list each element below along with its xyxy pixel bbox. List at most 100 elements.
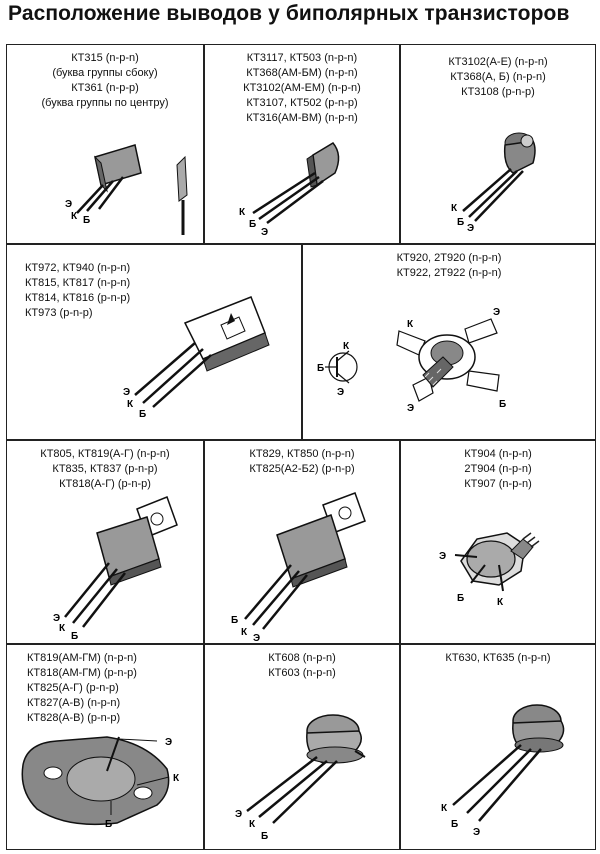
pin-label: Э [53,613,60,624]
label-line: КТ920, 2Т920 (n-p-n) [396,252,502,264]
label-line: КТ815, КТ817 (n-p-n) [25,277,131,289]
label-line: (буква группы по центру) [41,97,169,109]
kt608-package-drawing: Э К Б [235,714,366,842]
cell-labels: КТ972, КТ940 (n-p-n) КТ815, КТ817 (n-p-n… [25,261,130,321]
cell-labels: КТ819(АМ-ГМ) (n-p-n) КТ818(АМ-ГМ) (p-n-p… [27,651,137,726]
page-title: Расположение выводов у биполярных транзи… [8,2,570,25]
label-line: КТ972, КТ940 (n-p-n) [25,262,131,274]
pin-label: Б [451,819,458,830]
cell-labels: КТ920, 2Т920 (n-p-n) КТ922, 2Т922 (n-p-n… [303,251,595,281]
symbol-pin-label: К [343,341,350,352]
cell-kt3117: КТ3117, КТ503 (n-p-n) КТ368(АМ-БМ) (n-p-… [204,44,400,244]
label-line: КТ922, 2Т922 (n-p-n) [396,267,502,279]
label-line: (буква группы сбоку) [52,67,158,79]
cell-labels: КТ3117, КТ503 (n-p-n) КТ368(АМ-БМ) (n-p-… [205,51,399,126]
pin-label: Б [105,819,112,830]
pin-label: Э [235,809,242,820]
label-line: КТ818(АМ-ГМ) (p-n-p) [27,667,137,679]
pin-label: Б [139,409,146,420]
pin-label: Б [249,219,256,230]
label-line: КТ368(А, Б) (n-p-n) [450,71,546,83]
pin-label: Э [165,737,172,748]
label-line: КТ316(АМ-ВМ) (n-p-n) [246,112,358,124]
cell-kt3102: КТ3102(А-Е) (n-p-n) КТ368(А, Б) (n-p-n) … [400,44,596,244]
pin-label: Б [457,593,464,604]
pin-label: Э [473,827,480,838]
label-line: 2Т904 (n-p-n) [464,463,532,475]
kt3102-package-drawing: К Б Э [451,132,536,234]
pin-label: Э [253,633,260,644]
cell-labels: КТ630, КТ635 (n-p-n) [401,651,595,666]
pin-label: Э [439,551,446,562]
kt920-package-drawing: К Б Э К Э Э Б [317,307,506,414]
label-line: КТ3117, КТ503 (n-p-n) [246,52,358,64]
cell-kt829: КТ829, КТ850 (n-p-n) КТ825(А2-Б2) (p-n-p… [204,440,400,644]
pin-label: Б [457,217,464,228]
label-line: КТ828(А-В) (p-n-p) [27,712,121,724]
cell-labels: КТ3102(А-Е) (n-p-n) КТ368(А, Б) (n-p-n) … [401,55,595,100]
cell-labels: КТ315 (n-p-n) (буква группы сбоку) КТ361… [7,51,203,111]
cell-labels: КТ608 (n-p-n) КТ603 (n-p-n) [205,651,399,681]
symbol-pin-label: Б [317,363,324,374]
pin-label: Э [65,199,72,210]
label-line: КТ603 (n-p-n) [268,667,336,679]
kt972-package-drawing: Э К Б [123,296,270,420]
transistor-grid: КТ315 (n-p-n) (буква группы сбоку) КТ361… [6,44,596,850]
kt829-package-drawing: Б К Э [231,492,366,644]
pin-label: К [59,623,66,634]
cell-kt608: КТ608 (n-p-n) КТ603 (n-p-n) Э К Б [204,644,400,850]
symbol-pin-label: Э [337,387,344,398]
kt819am-package-drawing: Э К Б [21,736,180,830]
pin-label: Э [261,227,268,238]
label-line: КТ835, КТ837 (p-n-p) [52,463,158,475]
label-line: КТ630, КТ635 (n-p-n) [445,652,551,664]
label-line: КТ904 (n-p-n) [464,448,532,460]
kt904-package-drawing: Э Б К [439,532,540,608]
label-line: КТ818(А-Г) (p-n-p) [59,478,151,490]
label-line: КТ907 (n-p-n) [464,478,532,490]
cell-kt819am: КТ819(АМ-ГМ) (n-p-n) КТ818(АМ-ГМ) (p-n-p… [6,644,204,850]
label-line: КТ814, КТ816 (p-n-p) [25,292,131,304]
pin-label: К [71,211,78,222]
pin-label: К [497,597,504,608]
pin-label: К [451,203,458,214]
cell-kt315: КТ315 (n-p-n) (буква группы сбоку) КТ361… [6,44,204,244]
cell-labels: КТ829, КТ850 (n-p-n) КТ825(А2-Б2) (p-n-p… [205,447,399,477]
cell-kt630: КТ630, КТ635 (n-p-n) К Б Э [400,644,596,850]
cell-labels: КТ904 (n-p-n) 2Т904 (n-p-n) КТ907 (n-p-n… [401,447,595,492]
pin-label: Э [123,387,130,398]
pin-label: Б [83,215,90,226]
label-line: КТ368(АМ-БМ) (n-p-n) [246,67,358,79]
pin-label: К [127,399,134,410]
pin-label: Э [493,307,500,318]
label-line: КТ805, КТ819(А-Г) (n-p-n) [40,448,170,460]
kt805-package-drawing: Э К Б [53,496,178,642]
pin-label: Э [407,403,414,414]
pin-label: Б [231,615,238,626]
pin-label: К [173,773,180,784]
pin-label: К [407,319,414,330]
label-line: КТ3108 (p-n-p) [461,86,535,98]
cell-kt805: КТ805, КТ819(А-Г) (n-p-n) КТ835, КТ837 (… [6,440,204,644]
pin-label: К [441,803,448,814]
label-line: КТ361 (n-p-p) [71,82,139,94]
label-line: КТ315 (n-p-n) [71,52,139,64]
kt3117-package-drawing: К Б Э [239,142,340,238]
cell-kt920: КТ920, 2Т920 (n-p-n) КТ922, 2Т922 (n-p-n… [302,244,596,440]
label-line: КТ829, КТ850 (n-p-n) [249,448,355,460]
pin-label: Б [261,831,268,842]
label-line: КТ825(А2-Б2) (p-n-p) [249,463,355,475]
label-line: КТ3107, КТ502 (p-n-p) [246,97,358,109]
label-line: КТ608 (n-p-n) [268,652,336,664]
kt630-package-drawing: К Б Э [441,704,565,838]
pin-label: К [249,819,256,830]
label-line: КТ825(А-Г) (p-n-p) [27,682,119,694]
cell-labels: КТ805, КТ819(А-Г) (n-p-n) КТ835, КТ837 (… [7,447,203,492]
pin-label: Э [467,223,474,234]
label-line: КТ827(А-В) (n-p-n) [27,697,121,709]
label-line: КТ819(АМ-ГМ) (n-p-n) [27,652,137,664]
cell-kt972: КТ972, КТ940 (n-p-n) КТ815, КТ817 (n-p-n… [6,244,302,440]
label-line: КТ3102(А-Е) (n-p-n) [448,56,548,68]
pin-label: К [241,627,248,638]
label-line: КТ973 (p-n-p) [25,307,93,319]
